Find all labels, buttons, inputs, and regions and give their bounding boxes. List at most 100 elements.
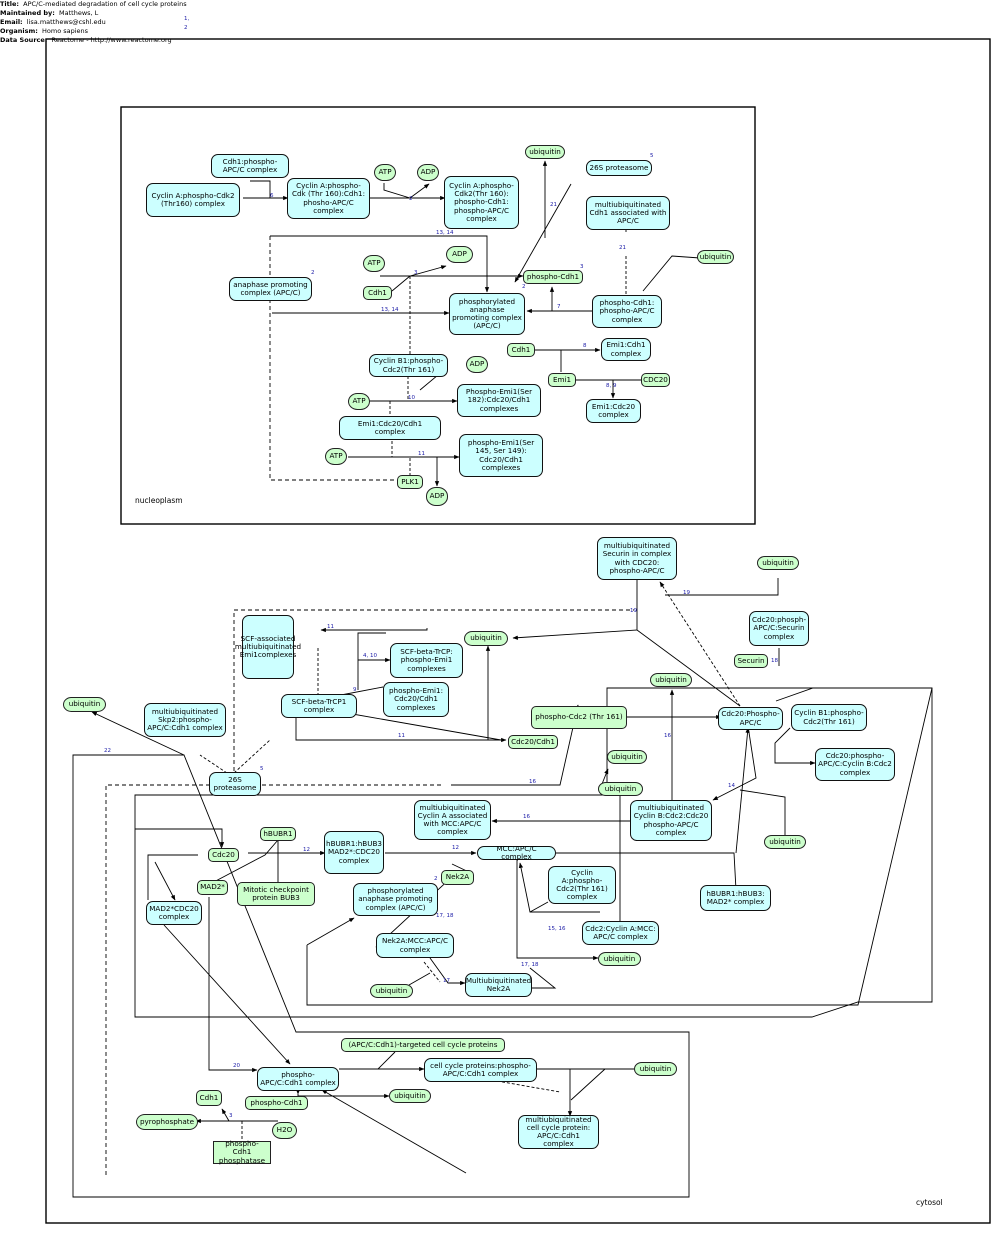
atp-node[interactable]: ATP: [374, 164, 396, 181]
ubiquitin-node[interactable]: ubiquitin: [764, 835, 806, 849]
title-label: Title:: [0, 0, 20, 8]
cdc20-node[interactable]: Cdc20: [208, 848, 239, 862]
edge-ubiq-r17: [408, 972, 431, 986]
ubiquitin-node[interactable]: ubiquitin: [650, 673, 692, 687]
ubiquitin-node[interactable]: ubiquitin: [598, 782, 643, 796]
multiub-cdh1-apcc-complex[interactable]: multiubiquitinated Cdh1 associated with …: [586, 196, 670, 230]
bub3-node[interactable]: Mitotic checkpoint protein BUB3: [237, 882, 315, 906]
phospho-emi1-cdc20-complexes[interactable]: phospho-Emi1: Cdc20/Cdh1 complexes: [383, 682, 449, 717]
edge-label: 3: [229, 1113, 233, 1119]
edge-dashed-plk1: [269, 236, 398, 481]
multiub-cyclin-a-mcc-complex[interactable]: multiubiquitinated Cyclin A associated w…: [414, 800, 491, 840]
ubiquitin-node[interactable]: ubiquitin: [757, 556, 799, 570]
cdh1-node[interactable]: Cdh1: [363, 286, 392, 300]
adp-node[interactable]: ADP: [446, 246, 473, 263]
cdh1-node[interactable]: Cdh1: [507, 343, 535, 357]
ubiquitin-node[interactable]: ubiquitin: [389, 1089, 431, 1103]
cdh1-node[interactable]: Cdh1: [196, 1090, 222, 1106]
atp-node[interactable]: ATP: [325, 448, 347, 465]
pyrophosphate-node[interactable]: pyrophosphate: [136, 1114, 198, 1130]
proteasome-26s-node[interactable]: 26S proteasome: [586, 160, 652, 176]
hbubr1-node[interactable]: hBUBR1: [260, 827, 296, 841]
emi1-cdh1-complex[interactable]: Emi1:Cdh1 complex: [601, 338, 651, 361]
phospho-cdh1-node[interactable]: phospho-Cdh1: [523, 270, 583, 284]
apcc-node[interactable]: anaphase promoting complex (APC/C): [229, 277, 312, 301]
ubiquitin-node[interactable]: ubiquitin: [464, 631, 508, 646]
mad2-node[interactable]: MAD2*: [197, 880, 228, 895]
edge-label: 2: [311, 270, 315, 276]
edge-label: 11: [398, 733, 405, 739]
emi1-node[interactable]: Emi1: [548, 373, 576, 387]
multiub-securin-complex[interactable]: multiubiquitinated Securin in complex wi…: [597, 537, 677, 580]
nek2a-node[interactable]: Nek2A: [441, 870, 474, 885]
multiub-nek2a-node[interactable]: Multiubiquitinated Nek2A: [465, 973, 532, 997]
ubiquitin-node[interactable]: ubiquitin: [634, 1062, 677, 1076]
securin-node[interactable]: Securin: [734, 654, 768, 668]
cell-cycle-proteins-apcc-cdh1-complex[interactable]: cell cycle proteins:phospho-APC/C:Cdh1 c…: [424, 1058, 537, 1082]
phospho-cdh1-node[interactable]: phospho-Cdh1: [245, 1096, 308, 1110]
edge-r8: [535, 350, 600, 372]
cdc20-phospho-apcc-node[interactable]: Cdc20:Phospho-APC/C: [718, 707, 783, 730]
cyclin-b1-cdc2-node[interactable]: Cyclin B1:phospho-Cdc2(Thr 161): [791, 704, 867, 731]
ubiquitin-node[interactable]: ubiquitin: [370, 984, 413, 998]
mcc-apcc-complex[interactable]: MCC:APC/C complex: [477, 844, 556, 861]
phospho-emi1-s182-complex[interactable]: Phospho-Emi1(Ser 182):Cdc20/Cdh1 complex…: [457, 384, 541, 417]
cdh1-apcc-complex[interactable]: Cdh1:phospho-APC/C complex: [211, 154, 289, 178]
edge-label: 5: [260, 766, 264, 772]
h2o-node[interactable]: H2O: [272, 1122, 297, 1139]
pathway-title: APC/C-mediated degradation of cell cycle…: [23, 0, 187, 8]
scf-multiub-emi1-complexes[interactable]: SCF-associated multiubiquitinated Emi1co…: [235, 615, 301, 679]
cdh1-phosphatase-node[interactable]: phospho-Cdh1 phosphatase: [213, 1140, 271, 1164]
edge-label: 19: [683, 590, 690, 596]
hbubr1-mad2-complex[interactable]: hBUBR1:hBUB3: MAD2* complex: [700, 885, 771, 911]
cyclin-a-cdh1-apcc-complex[interactable]: Cyclin A:phospho-Cdk (Thr 160):Cdh1: pho…: [287, 178, 370, 219]
ubiquitin-node[interactable]: ubiquitin: [697, 250, 734, 264]
organism-value: Homo sapiens: [42, 27, 89, 35]
cdc2-cyclin-a-mcc-complex[interactable]: Cdc2:Cyclin A:MCC: APC/C complex: [582, 921, 659, 945]
adp-node[interactable]: ADP: [466, 356, 488, 373]
phospho-cdh1-apcc-complex[interactable]: phospho-Cdh1: phospho-APC/C complex: [592, 295, 662, 328]
phosphorylated-apcc-node[interactable]: phosphorylated anaphase promoting comple…: [353, 883, 438, 916]
proteasome-26s-node[interactable]: 26S proteasome: [209, 772, 261, 796]
phospho-emi1-s145-complex[interactable]: phospho-Emi1(Ser 145, Ser 149): Cdc20/Cd…: [459, 434, 543, 477]
phospho-cdc2-node[interactable]: phospho-Cdc2 (Thr 161): [531, 706, 627, 729]
ubiquitin-node[interactable]: ubiquitin: [598, 952, 641, 966]
adp-node[interactable]: ADP: [417, 164, 439, 181]
multiub-skp2-complex[interactable]: multiubiquitinated Skp2:phospho-APC/C:Cd…: [144, 703, 226, 737]
ubiquitin-node[interactable]: ubiquitin: [63, 697, 106, 712]
phospho-apcc-cdh1-complex[interactable]: phospho-APC/C:Cdh1 complex: [257, 1067, 339, 1091]
edge-label: 13, 14: [381, 307, 399, 313]
adp-node[interactable]: ADP: [426, 487, 448, 506]
ubiquitin-node[interactable]: ubiquitin: [525, 145, 565, 159]
email-label: Email:: [0, 18, 23, 26]
cdc20-cdh1-node[interactable]: Cdc20/Cdh1: [508, 735, 558, 749]
scf-btrcp1-complex[interactable]: SCF-beta-TrCP1 complex: [281, 694, 357, 718]
edge-ubiq-ccp: [570, 1068, 606, 1101]
nek2a-mcc-apcc-complex[interactable]: Nek2A:MCC:APC/C complex: [376, 933, 454, 958]
atp-node[interactable]: ATP: [363, 255, 385, 272]
hbubr1-mad2-cdc20-complex[interactable]: hBUBR1:hBUB3 MAD2*:CDC20 complex: [324, 831, 384, 874]
phosphorylated-apcc-node[interactable]: phosphorylated anaphase promoting comple…: [449, 293, 525, 335]
header: Title: APC/C-mediated degradation of cel…: [0, 0, 189, 45]
edge-r14: [739, 789, 786, 836]
emi1-cdc20-complex[interactable]: Emi1:Cdc20 complex: [586, 399, 641, 423]
edge-label: 20: [233, 1063, 240, 1069]
cyclin-a-phospho-cdh1-complex[interactable]: Cyclin A:phospho-Cdk2(Thr 160): phospho-…: [444, 176, 519, 229]
cdc20-node[interactable]: CDC20: [641, 373, 670, 387]
emi1-cdc20-cdh1-complex[interactable]: Emi1:Cdc20/Cdh1 complex: [339, 416, 441, 440]
cyclin-a-cdk2-complex[interactable]: Cyclin A:phospho-Cdk2 (Thr160) complex: [146, 183, 240, 217]
cdc20-cyclin-b-cdc2-complex[interactable]: Cdc20:phospho-APC/C:Cyclin B:Cdc2 comple…: [815, 748, 895, 781]
cyclin-a-cdc2-complex[interactable]: Cyclin A:phospho-Cdc2(Thr 161) complex: [548, 866, 616, 904]
cdc20-securin-complex[interactable]: Cdc20:phosph-APC/C:Securin complex: [749, 611, 809, 646]
multiub-cell-cycle-protein-complex[interactable]: multiubiquitinated cell cycle protein: A…: [518, 1115, 599, 1149]
edge-cyclinA-in: [529, 901, 549, 913]
plk1-node[interactable]: PLK1: [397, 475, 423, 489]
apcc-cdh1-targets-node[interactable]: (APC/C:Cdh1)-targeted cell cycle protein…: [341, 1038, 505, 1052]
edge-label: 11: [418, 451, 425, 457]
multiub-cyclin-b-complex[interactable]: multiubiquitinated Cyclin B:Cdc2:Cdc20 p…: [630, 800, 712, 841]
cyclin-b1-cdc2-node[interactable]: Cyclin B1:phospho-Cdc2(Thr 161): [369, 354, 448, 377]
scf-btrcp-emi1-complex[interactable]: SCF-beta-TrCP: phospho-Emi1 complexes: [390, 643, 463, 678]
atp-node[interactable]: ATP: [348, 393, 370, 410]
ubiquitin-node[interactable]: ubiquitin: [607, 750, 647, 764]
mad2-cdc20-complex[interactable]: MAD2*CDC20 complex: [146, 901, 202, 925]
